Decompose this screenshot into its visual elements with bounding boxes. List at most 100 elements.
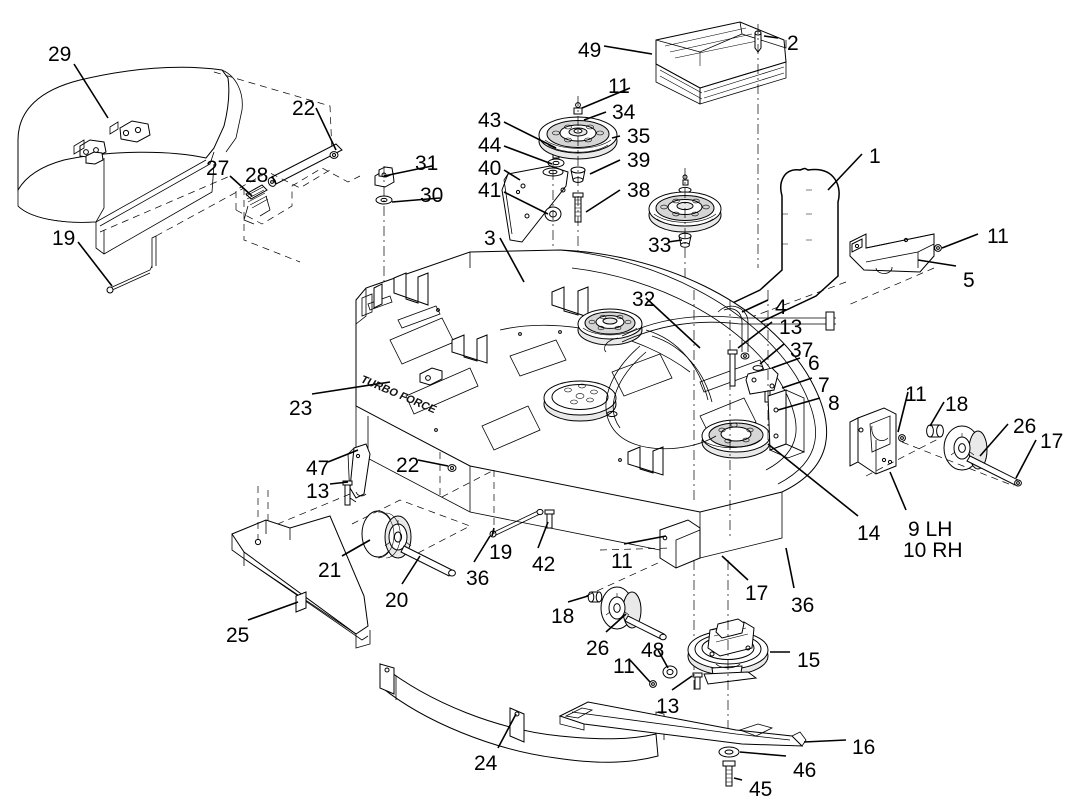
callout-11: 11 [613, 655, 635, 678]
callout-18: 18 [551, 605, 575, 628]
part-20-axle-left [400, 545, 456, 577]
deck-pulley-mid [577, 308, 643, 346]
part-40-idler-arm [501, 165, 569, 243]
part-19-rod-lower [489, 508, 544, 538]
phantom-line-19 [99, 175, 231, 233]
part-11-nut-caster-right [898, 434, 906, 442]
leader-lines [73, 35, 1037, 781]
callout-38: 38 [627, 179, 651, 202]
callout-44: 44 [478, 134, 502, 157]
callout-4: 4 [775, 296, 787, 319]
callout-23: 23 [289, 397, 313, 420]
callout-36: 36 [466, 567, 490, 590]
callout-13: 13 [656, 695, 680, 718]
callout-2: 2 [787, 32, 799, 55]
part-48-washer [662, 665, 678, 679]
callout-36: 36 [791, 594, 815, 617]
part-18-spacer-right [926, 424, 944, 438]
callout-25: 25 [226, 624, 250, 647]
callout-28: 28 [245, 164, 269, 187]
part-26-axle-center [624, 615, 667, 641]
part-17-26-axle-right [966, 455, 1022, 487]
callout-5: 5 [963, 269, 975, 292]
part-49-belt-cover [655, 21, 787, 105]
callout-19: 19 [52, 227, 76, 250]
part-13-bolt-left [342, 480, 353, 506]
callout-30: 30 [420, 184, 444, 207]
callout-19: 19 [489, 541, 513, 564]
callout-16: 16 [852, 736, 876, 759]
phantom-bracket-27 [235, 167, 361, 225]
phantom-bracket-5 [699, 281, 847, 337]
part-28-tube [267, 143, 343, 187]
callout-3: 3 [484, 227, 496, 250]
part-42-bolt [544, 509, 555, 529]
part-46-washer [718, 746, 740, 758]
part-7-plate [745, 367, 779, 395]
callout-37: 37 [790, 339, 814, 362]
callout-11: 11 [608, 75, 630, 98]
part-25-rail [231, 515, 371, 649]
part-29-chute [17, 66, 243, 255]
part-22-bolt-top [329, 151, 339, 159]
part-1-bail-rod [619, 167, 840, 365]
callout-21: 21 [318, 559, 342, 582]
part-31-knob [374, 166, 395, 188]
callout-22: 22 [396, 454, 420, 477]
callout-11: 11 [987, 225, 1009, 248]
callout-9-lh: 9 LH [908, 518, 953, 541]
callout-17: 17 [1040, 430, 1064, 453]
callout-33: 33 [648, 234, 672, 257]
phantom-line-19b [155, 187, 245, 237]
part-45-bolt [722, 760, 736, 787]
callout-26: 26 [586, 637, 610, 660]
part-caster-wheel-center [600, 586, 642, 630]
callout-42: 42 [532, 553, 556, 576]
part-38-shoulder-bolt [572, 192, 584, 223]
callout-34: 34 [612, 101, 636, 124]
callout-11: 11 [611, 550, 633, 573]
part-19-rod-left [106, 235, 157, 294]
callout-48: 48 [641, 639, 665, 662]
deck-belt [605, 329, 717, 450]
callout-43: 43 [478, 109, 502, 132]
callout-13: 13 [306, 480, 330, 503]
part-13-bolt-right [727, 349, 738, 387]
part-4-rod [717, 305, 750, 360]
part-15-spindle-assembly [687, 618, 769, 685]
callout-26: 26 [1013, 415, 1037, 438]
callout-45: 45 [749, 778, 773, 798]
phantom-line-29 [213, 71, 333, 153]
callout-35: 35 [627, 125, 651, 148]
part-22-bolt-lower [447, 464, 457, 472]
callout-40: 40 [478, 157, 502, 180]
decal-turbo-force [405, 367, 479, 415]
part-11-nut-bottom [649, 680, 657, 688]
callout-49: 49 [578, 39, 602, 62]
callout-13: 13 [779, 316, 803, 339]
part-39-spacer-upper [570, 166, 586, 183]
callout-18: 18 [945, 393, 969, 416]
callout-31: 31 [415, 152, 439, 175]
callout-10-rh: 10 RH [903, 539, 963, 562]
deck-spindle-right [701, 419, 771, 459]
callout-24: 24 [474, 752, 498, 775]
part-11-nut-right [934, 244, 942, 252]
callout-20: 20 [385, 589, 409, 612]
part-32-rod [604, 311, 836, 353]
part-2-pin [754, 30, 762, 53]
part-27-spring [243, 184, 271, 225]
part-44-washer [547, 158, 565, 168]
callout-1: 1 [869, 145, 881, 168]
callout-27: 27 [206, 157, 230, 180]
part-9-10-caster-bracket [849, 407, 897, 475]
callout-46: 46 [793, 759, 817, 782]
part-37-washer [752, 365, 764, 371]
callout-15: 15 [797, 649, 821, 672]
part-18-spacer-center [587, 591, 603, 603]
part-13-bolt-bottom [692, 672, 703, 690]
callout-8: 8 [828, 392, 840, 415]
part-caster-yoke-center [659, 519, 701, 569]
